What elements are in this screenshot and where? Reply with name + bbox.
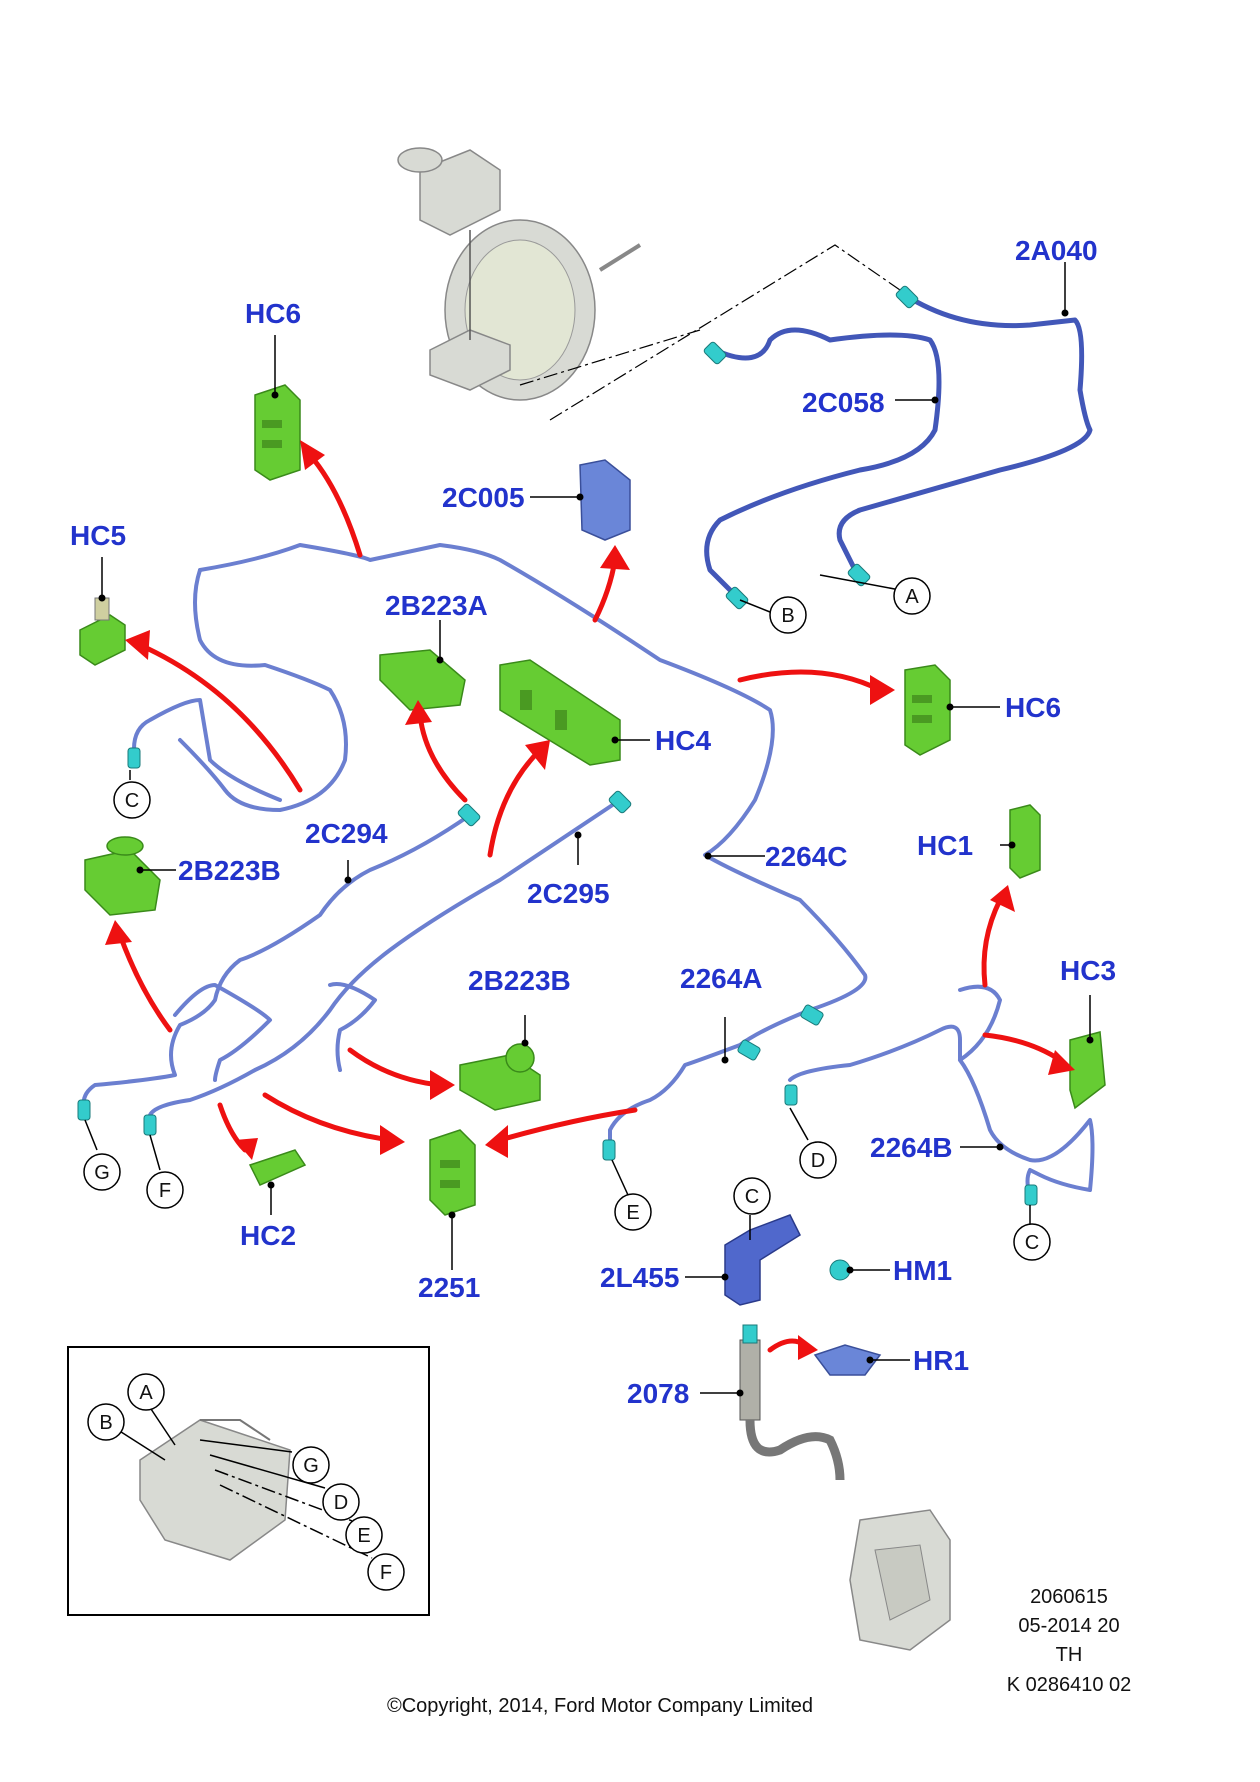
clip-2b223b-left[interactable] (84, 836, 161, 916)
clip-hc2[interactable] (248, 1149, 307, 1186)
clip-hc3[interactable] (1069, 1031, 1106, 1110)
label-2251: 2251 (418, 1272, 480, 1303)
label-hc6-top: HC6 (245, 298, 301, 329)
clip-hr1[interactable] (813, 1344, 882, 1376)
callout-e: E (614, 1193, 652, 1231)
label-2c295: 2C295 (527, 878, 610, 909)
callout-a-top: A (893, 577, 931, 615)
label-2264c: 2264C (765, 841, 848, 872)
label-2264b: 2264B (870, 1132, 953, 1163)
pipe-2264a (608, 1008, 812, 1147)
label-2c058: 2C058 (802, 387, 885, 418)
clip-2b223a[interactable] (379, 649, 466, 711)
label-hc4: HC4 (655, 725, 711, 756)
pipe-2c295-loop (328, 982, 377, 1072)
svg-text:A: A (905, 586, 919, 608)
clip-hc5[interactable] (79, 597, 126, 666)
svg-text:B: B (99, 1412, 112, 1434)
svg-text:G: G (303, 1455, 319, 1477)
label-2c294: 2C294 (305, 818, 388, 849)
callout-c-left: C (113, 781, 151, 819)
svg-text:G: G (94, 1162, 110, 1184)
svg-text:D: D (811, 1150, 825, 1172)
inset-callout-a: A (127, 1373, 165, 1411)
svg-text:B: B (781, 605, 794, 627)
callout-d: D (799, 1141, 837, 1179)
label-2b223b-left: 2B223B (178, 855, 281, 886)
label-hc6-right: HC6 (1005, 692, 1061, 723)
label-hc1: HC1 (917, 830, 973, 861)
inset-callout-e: E (345, 1516, 383, 1554)
pipe-2a040 (836, 292, 1093, 573)
inset-callout-g: G (292, 1446, 330, 1484)
pipe-2264c (198, 543, 868, 1012)
inset-lines (117, 1399, 373, 1559)
svg-text:E: E (357, 1525, 370, 1547)
label-hc3: HC3 (1060, 955, 1116, 986)
svg-text:F: F (159, 1180, 171, 1202)
svg-text:C: C (745, 1186, 759, 1208)
reference-line-1: 2060615 (1030, 1586, 1108, 1608)
svg-text:D: D (334, 1492, 348, 1514)
callout-g: G (83, 1153, 121, 1191)
label-2b223a: 2B223A (385, 590, 488, 621)
pipe-2c295 (148, 798, 622, 1117)
label-2a040: 2A040 (1015, 235, 1098, 266)
svg-text:A: A (139, 1382, 153, 1404)
bracket-2l455[interactable] (724, 1214, 801, 1306)
label-2l455: 2L455 (600, 1262, 679, 1293)
label-2b223b-mid: 2B223B (468, 965, 571, 996)
reference-block: 2060615 05-2014 20 TH K 0286410 02 (1007, 1586, 1132, 1696)
svg-text:C: C (1025, 1232, 1039, 1254)
label-2264a: 2264A (680, 963, 763, 994)
brake-hose-2078[interactable] (739, 1324, 845, 1481)
pipe-2264b-tail (958, 984, 1002, 1062)
brake-booster-assembly (397, 147, 642, 401)
pipe-2c058 (704, 327, 942, 598)
callouts: A B C G F E D C C (83, 577, 1051, 1261)
pipe-2264c-loop (178, 568, 348, 812)
copyright-text: ©Copyright, 2014, Ford Motor Company Lim… (387, 1695, 813, 1717)
label-hc5: HC5 (70, 520, 126, 551)
clip-2251[interactable] (429, 1129, 476, 1216)
clip-2b223b-mid[interactable] (459, 1043, 541, 1111)
svg-text:C: C (125, 790, 139, 812)
part-labels: HC6 HC5 2A040 2C058 2C005 2B223A HC4 HC6… (70, 235, 1116, 1409)
pipe-c-left (132, 698, 282, 802)
callout-c-right: C (1013, 1223, 1051, 1261)
label-2078: 2078 (627, 1378, 689, 1409)
reference-line-3: TH (1056, 1644, 1083, 1666)
leader-lines (84, 262, 1094, 1397)
clip-hc1[interactable] (1009, 804, 1041, 879)
svg-text:E: E (626, 1202, 639, 1224)
callout-f: F (146, 1171, 184, 1209)
pipe-2c294 (81, 813, 472, 1112)
callout-c-bracket: C (733, 1177, 771, 1215)
pipe-fittings (77, 285, 1038, 1206)
inset-callout-b: B (87, 1403, 125, 1441)
label-hm1: HM1 (893, 1255, 952, 1286)
brake-caliper (849, 1509, 951, 1651)
connection-lines (519, 244, 901, 421)
clip-hc6-right[interactable] (904, 664, 951, 756)
pipe-2c294-loop (173, 983, 272, 1082)
label-hr1: HR1 (913, 1345, 969, 1376)
label-hc2: HC2 (240, 1220, 296, 1251)
clip-hc6-top[interactable] (254, 384, 301, 481)
reference-line-4: K 0286410 02 (1007, 1674, 1132, 1696)
svg-text:F: F (380, 1562, 392, 1584)
label-2c005: 2C005 (442, 482, 525, 513)
clip-2c005[interactable] (579, 459, 631, 541)
callout-b-top: B (769, 596, 807, 634)
red-arrows (105, 440, 1075, 1360)
clip-hc4[interactable] (499, 659, 621, 766)
inset-callout-f: F (367, 1553, 405, 1591)
inset-abs-module: A B G D E F (67, 1346, 430, 1616)
reference-line-2: 05-2014 20 (1018, 1615, 1119, 1637)
inset-callout-d: D (322, 1483, 360, 1521)
